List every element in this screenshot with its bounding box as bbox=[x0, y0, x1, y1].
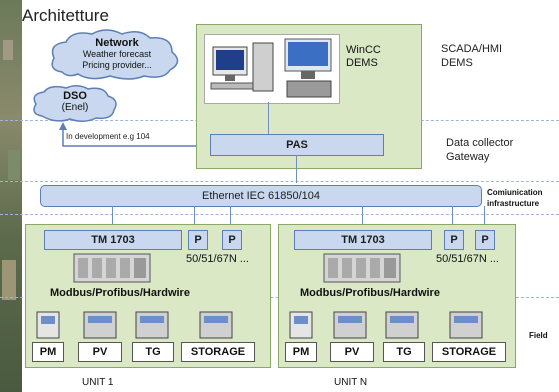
protection-relay: P bbox=[188, 230, 208, 250]
protection-codes: 50/51/67N ... bbox=[186, 253, 249, 265]
level-label-field: Field bbox=[529, 331, 548, 340]
device-pm: PM bbox=[32, 342, 64, 362]
device-tg: TG bbox=[132, 342, 174, 362]
connector-line bbox=[296, 155, 297, 183]
dso-cloud bbox=[33, 85, 117, 122]
connector-line bbox=[194, 206, 195, 228]
computer-icon bbox=[210, 38, 332, 98]
pv-inverter-icon bbox=[330, 310, 370, 340]
level-separator bbox=[0, 181, 559, 182]
connector-line bbox=[268, 102, 269, 134]
generator-controller-icon bbox=[132, 310, 172, 340]
connector-line bbox=[484, 206, 485, 228]
satellite-image bbox=[0, 0, 22, 392]
power-meter-icon bbox=[33, 310, 63, 340]
protection-relay: P bbox=[222, 230, 242, 250]
workstation-image bbox=[204, 34, 340, 104]
unit-label: UNIT N bbox=[334, 377, 368, 388]
rtu-device bbox=[73, 253, 151, 283]
storage-controller-icon bbox=[446, 310, 486, 340]
power-meter-icon bbox=[286, 310, 316, 340]
tm-box: TM 1703 bbox=[44, 230, 182, 250]
network-text: Network Weather forecast Pricing provide… bbox=[82, 37, 152, 71]
protection-relay: P bbox=[475, 230, 495, 250]
device-tg: TG bbox=[383, 342, 425, 362]
network-cloud bbox=[51, 29, 179, 80]
connector-line bbox=[452, 206, 453, 228]
unit-label: UNIT 1 bbox=[82, 377, 114, 388]
protection-codes: 50/51/67N ... bbox=[436, 253, 499, 265]
tm-box: TM 1703 bbox=[294, 230, 432, 250]
rtu-device bbox=[323, 253, 401, 283]
device-storage: STORAGE bbox=[181, 342, 255, 362]
pas-box: PAS bbox=[210, 134, 384, 156]
development-note: In development e.g 104 bbox=[66, 132, 150, 141]
device-pv: PV bbox=[78, 342, 122, 362]
ethernet-bus: Ethernet IEC 61850/104 bbox=[40, 185, 482, 207]
device-storage: STORAGE bbox=[432, 342, 506, 362]
level-separator bbox=[0, 214, 559, 215]
device-pm: PM bbox=[285, 342, 317, 362]
bus-label: Modbus/Profibus/Hardwire bbox=[50, 287, 190, 299]
dso-text: DSO (Enel) bbox=[61, 90, 89, 113]
pv-inverter-icon bbox=[80, 310, 120, 340]
page-title: Architetture bbox=[22, 6, 109, 25]
connector-line bbox=[112, 206, 113, 228]
storage-controller-icon bbox=[196, 310, 236, 340]
protection-relay: P bbox=[444, 230, 464, 250]
connector-line bbox=[230, 206, 231, 228]
bus-label: Modbus/Profibus/Hardwire bbox=[300, 287, 440, 299]
device-pv: PV bbox=[330, 342, 374, 362]
connector-line bbox=[362, 206, 363, 228]
generator-controller-icon bbox=[382, 310, 422, 340]
